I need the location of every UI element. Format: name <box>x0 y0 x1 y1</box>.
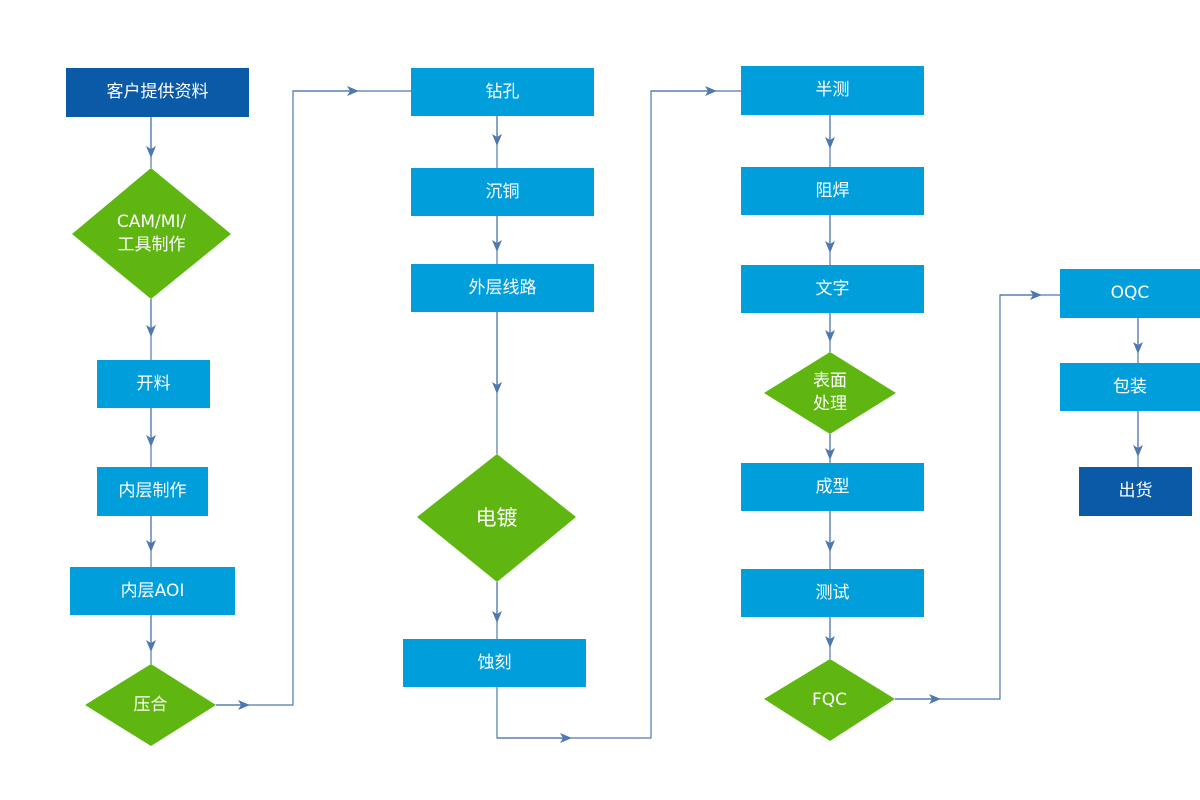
lamination-decision-diamond <box>85 664 216 746</box>
node-solder-mask: 阻焊 <box>741 167 924 215</box>
node-inner-layer: 内层制作 <box>97 467 208 516</box>
plating-decision-diamond <box>417 454 576 582</box>
connector-lamination-to-drilling <box>216 90 411 706</box>
node-routing: 成型 <box>741 463 924 511</box>
node-half-test: 半测 <box>741 66 924 115</box>
surface-decision-diamond <box>764 352 896 434</box>
node-cutting: 开料 <box>97 360 210 408</box>
node-drilling: 钻孔 <box>411 68 594 116</box>
node-etching: 蚀刻 <box>403 639 586 687</box>
node-silkscreen: 文字 <box>741 265 924 313</box>
node-oqc: OQC <box>1060 269 1200 318</box>
fqc-decision-diamond <box>764 659 895 741</box>
node-packing: 包装 <box>1060 363 1200 411</box>
cam-decision-diamond <box>72 168 231 299</box>
node-customer-data: 客户提供资料 <box>66 68 249 117</box>
node-testing: 测试 <box>741 569 924 617</box>
node-pth: 沉铜 <box>411 168 594 216</box>
node-inner-aoi: 内层AOI <box>70 567 235 615</box>
node-shipping: 出货 <box>1079 467 1192 516</box>
node-outer-layer: 外层线路 <box>411 264 594 312</box>
